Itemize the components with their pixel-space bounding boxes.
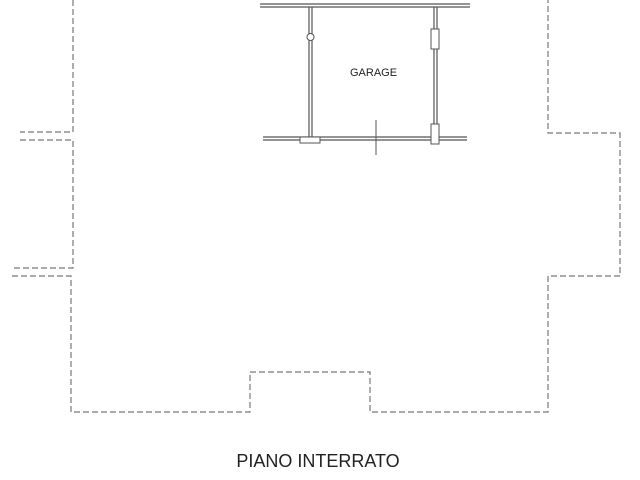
door-jamb [430, 123, 440, 145]
garage-walls [260, 3, 470, 155]
door-jamb [299, 136, 321, 144]
window-marker [430, 28, 440, 50]
fixture-circle [306, 33, 315, 41]
room-label-garage: GARAGE [350, 67, 398, 79]
dashed-outline-left [12, 0, 621, 413]
plan-title: PIANO INTERRATO [236, 451, 400, 471]
